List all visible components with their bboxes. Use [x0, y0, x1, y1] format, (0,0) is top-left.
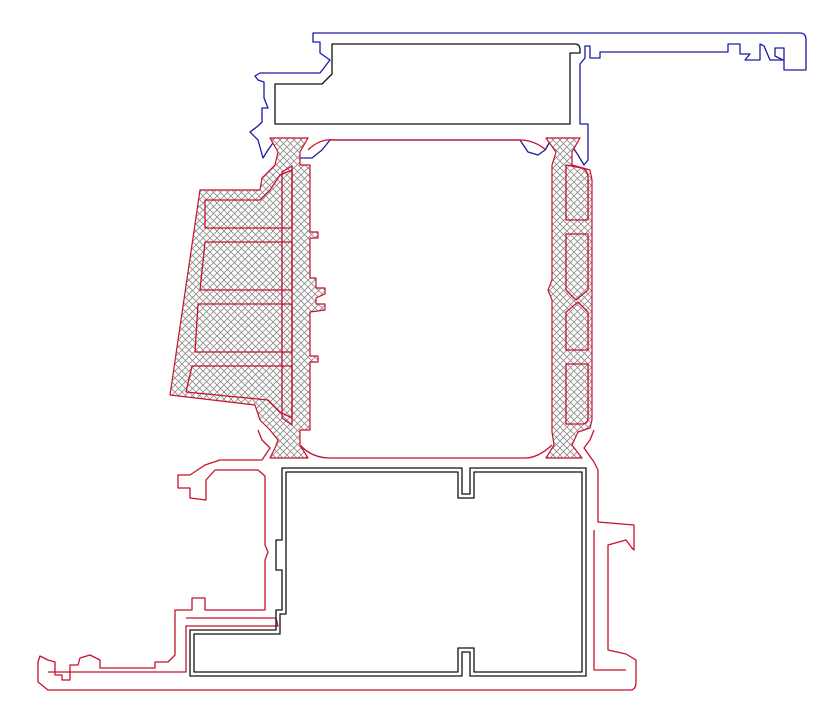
cavity-bottom-edge [299, 444, 553, 459]
right-core-chamber-3 [565, 301, 589, 351]
left-core-chamber-1 [204, 169, 293, 229]
bottom-frame-outline [37, 429, 637, 691]
bottom-frame-inner-right [593, 530, 626, 671]
left-insulated-core [169, 137, 326, 459]
right-core-outer [545, 137, 593, 459]
cavity-top-edge [307, 139, 547, 151]
left-core-outer [169, 137, 326, 459]
bottom-frame-profile [37, 429, 637, 691]
top-profile-outline [249, 32, 807, 166]
central-cavity [299, 139, 553, 459]
bottom-frame-inner-left [48, 617, 279, 673]
right-insulated-core [545, 137, 593, 459]
reinforcement-outline [189, 467, 587, 677]
right-core-chamber-1 [565, 164, 589, 221]
steel-reinforcement [189, 467, 587, 677]
right-core-chamber-4 [565, 363, 589, 425]
right-core-chamber-2 [565, 233, 589, 301]
top-inner-chamber [274, 43, 581, 125]
reinforcement-inner [193, 471, 583, 673]
top-blue-profile [249, 32, 807, 166]
left-core-web [281, 165, 293, 426]
